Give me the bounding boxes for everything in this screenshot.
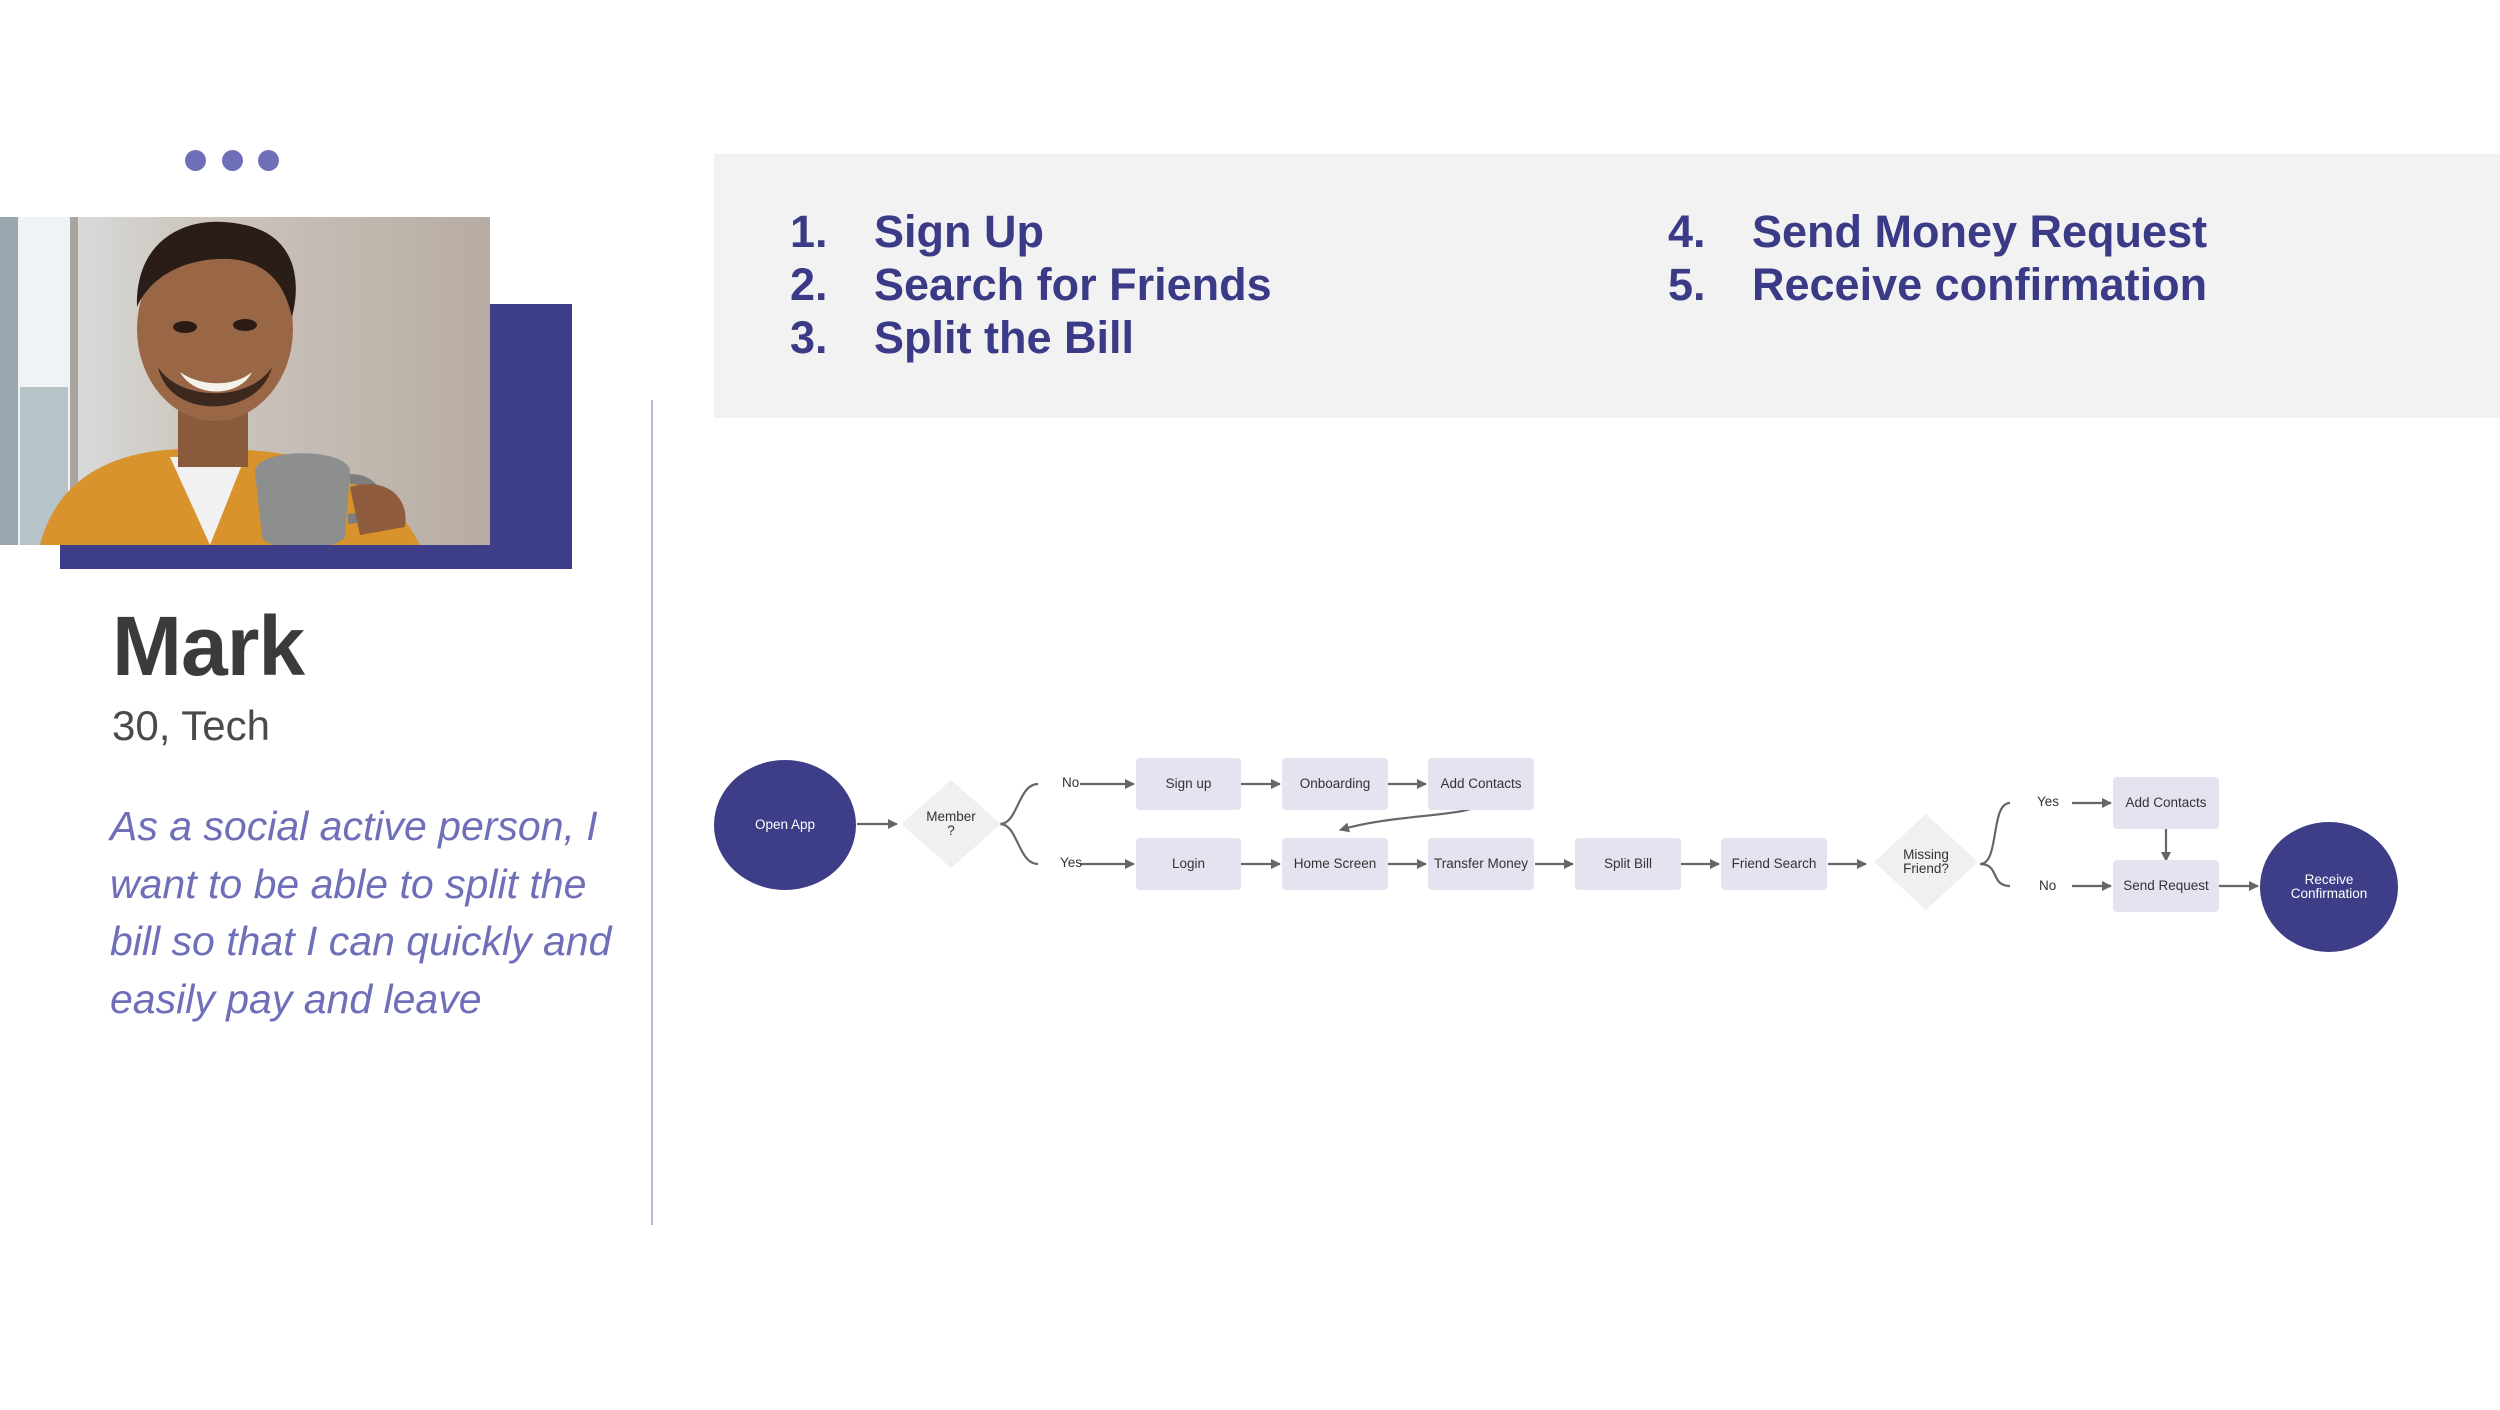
- branch-yes-label: Yes: [2037, 794, 2060, 809]
- user-flow-diagram: Open App Member ? No Yes Sign up Onboard…: [700, 740, 2420, 980]
- dot: [185, 150, 206, 171]
- divider-line: [651, 400, 653, 1225]
- steps-panel: 1. Sign Up 2. Search for Friends 3. Spli…: [714, 154, 2500, 418]
- dot: [258, 150, 279, 171]
- step-label: Split the Bill: [874, 312, 1135, 363]
- persona-quote: As a social active person, I want to be …: [110, 803, 612, 1022]
- flow-node-add-contacts-2: Add Contacts: [2113, 777, 2219, 829]
- member-decision-diamond: [901, 780, 1001, 868]
- missing-friend-decision-diamond: [1874, 814, 1978, 910]
- flow-connectors: [857, 779, 2259, 910]
- flow-node-sign-up: Sign up: [1136, 758, 1241, 810]
- start-node-open-app: Open App: [714, 760, 856, 890]
- flow-node-onboarding: Onboarding: [1282, 758, 1388, 810]
- step-number: 1.: [790, 206, 828, 257]
- step-label: Sign Up: [874, 206, 1044, 257]
- step-number: 5.: [1668, 259, 1706, 310]
- missing-friend-decision-label: Missing Friend?: [1903, 847, 1949, 876]
- flow-node-login: Login: [1136, 838, 1241, 890]
- flow-node-transfer-money: Transfer Money: [1428, 838, 1534, 890]
- persona-photo: [0, 217, 490, 545]
- pagination-dots: [182, 150, 282, 174]
- persona-name: Mark: [112, 599, 305, 693]
- step-number: 2.: [790, 259, 828, 310]
- flow-node-friend-search: Friend Search: [1721, 838, 1827, 890]
- step-label: Search for Friends: [874, 259, 1272, 310]
- member-decision-label: Member ?: [926, 809, 976, 838]
- step-label: Send Money Request: [1752, 206, 2208, 257]
- step-number: 3.: [790, 312, 828, 363]
- end-node-receive-confirmation: Receive Confirmation: [2260, 822, 2398, 952]
- flow-node-split-bill: Split Bill: [1575, 838, 1681, 890]
- branch-no-label: No: [2039, 878, 2057, 893]
- persona-meta: 30, Tech: [112, 702, 271, 749]
- branch-yes-label: Yes: [1060, 855, 1083, 870]
- flow-node-send-request: Send Request: [2113, 860, 2219, 912]
- branch-no-label: No: [1062, 775, 1080, 790]
- step-label: Receive confirmation: [1752, 259, 2208, 310]
- flow-node-home-screen: Home Screen: [1282, 838, 1388, 890]
- flow-node-add-contacts: Add Contacts: [1428, 758, 1534, 810]
- dot: [222, 150, 243, 171]
- step-number: 4.: [1668, 206, 1706, 257]
